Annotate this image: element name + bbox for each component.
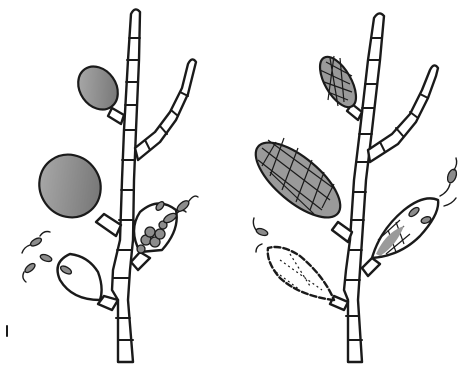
left-top-sporangium	[70, 59, 126, 124]
left-main-filament	[112, 9, 140, 362]
released-spores-left	[253, 218, 268, 252]
right-main-filament	[344, 13, 384, 362]
right-emptying-plurilocular-sporangium	[362, 158, 458, 276]
left-empty-sporangium	[22, 232, 118, 311]
left-releasing-sporangium	[131, 196, 198, 270]
left-large-sporangium	[27, 143, 121, 236]
left-upper-branch	[135, 59, 196, 160]
right-panel	[244, 13, 458, 362]
right-top-plurilocular-sporangium	[313, 51, 364, 120]
right-large-plurilocular-sporangium	[244, 130, 352, 242]
left-panel	[7, 9, 198, 362]
